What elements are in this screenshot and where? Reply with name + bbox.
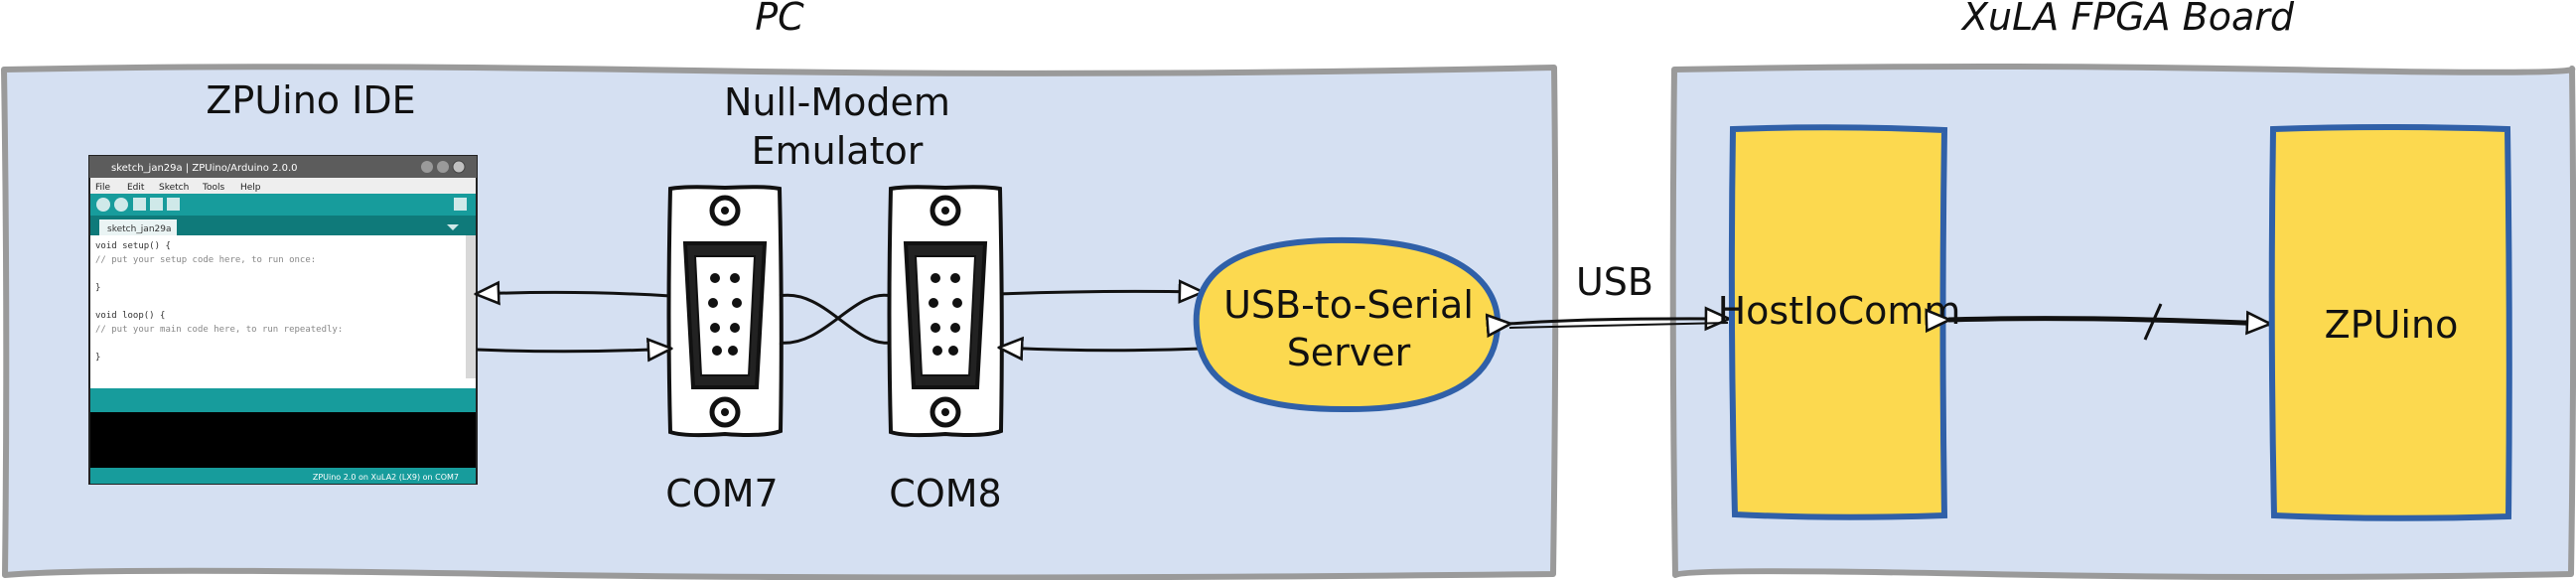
null-modem-label-line1: Null-Modem [724, 80, 950, 124]
ide-console [90, 412, 476, 468]
verify-icon [96, 198, 110, 212]
ide-code-line: void loop() { [95, 311, 165, 321]
arrow-ide-to-com7 [476, 349, 670, 352]
ide-code-line: } [95, 283, 100, 293]
zpuino-block [2268, 124, 2512, 521]
ide-label: ZPUino IDE [206, 78, 415, 122]
db9-connector-icon [666, 185, 784, 438]
arrow-server-to-com8 [1000, 348, 1203, 351]
window-control-icon [421, 161, 433, 173]
save-icon [167, 198, 180, 211]
com8-label: COM8 [889, 472, 1001, 515]
usb-link [1509, 319, 1728, 324]
ide-code-line: void setup() { [95, 241, 171, 251]
board-title: XuLA FPGA Board [1960, 0, 2295, 39]
ide-menu-item: Tools [202, 183, 224, 193]
ide-code-editor [90, 235, 466, 378]
arrow-com8-to-server [999, 291, 1202, 294]
hostiocomm-label: HostIoComm [1718, 289, 1961, 333]
ide-menu-bar [90, 178, 476, 194]
ide-menu-item: Sketch [159, 183, 189, 193]
ide-tab-label: sketch_jan29a [107, 224, 172, 234]
ide-code-line: // put your setup code here, to run once… [95, 255, 316, 265]
ide-toolbar [90, 194, 476, 216]
open-icon [150, 198, 163, 211]
ide-menu-item: File [95, 183, 111, 193]
ide-code: void setup() { // put your setup code he… [95, 241, 343, 362]
ide-status-bar [90, 468, 476, 484]
ide-code-line: } [95, 353, 100, 362]
pc-title: PC [755, 0, 804, 39]
db9-connector-icon [887, 185, 1004, 438]
window-control-icon [437, 161, 449, 173]
bus-width-slash [2143, 303, 2163, 341]
upload-icon [114, 198, 128, 212]
ide-message-bar [90, 388, 476, 412]
ide-status-text: ZPUino 2.0 on XuLA2 (LX9) on COM7 [313, 473, 459, 482]
usb-label: USB [1576, 260, 1653, 304]
null-modem-label-line2: Emulator [752, 129, 924, 173]
ide-tab [99, 219, 177, 235]
serial-monitor-icon [454, 198, 467, 211]
ide-window-title: sketch_jan29a | ZPUino/Arduino 2.0.0 [111, 163, 298, 174]
bus-link [1948, 319, 2269, 324]
new-icon [133, 198, 146, 211]
close-icon [452, 160, 466, 174]
ide-menu: File Edit Sketch Tools Help [95, 183, 261, 193]
ide-toolbar-buttons [96, 198, 467, 212]
ide-menu-item: Help [240, 183, 261, 193]
zpuino-label: ZPUino [2325, 303, 2459, 347]
com7-label: COM7 [665, 472, 778, 515]
server-label-line1: USB-to-Serial [1223, 283, 1474, 327]
scrollbar [466, 235, 476, 378]
hostiocomm-block [1728, 124, 1948, 520]
ide-code-line: // put your main code here, to run repea… [95, 325, 343, 335]
ide-title-bar [89, 156, 477, 178]
crossover-wire [779, 293, 892, 345]
server-label-line2: Server [1287, 331, 1411, 374]
arrow-com7-to-ide [477, 292, 671, 296]
chevron-down-icon [447, 224, 459, 230]
ide-menu-item: Edit [127, 183, 145, 193]
ide-window: sketch_jan29a | ZPUino/Arduino 2.0.0 Fil… [88, 155, 478, 485]
